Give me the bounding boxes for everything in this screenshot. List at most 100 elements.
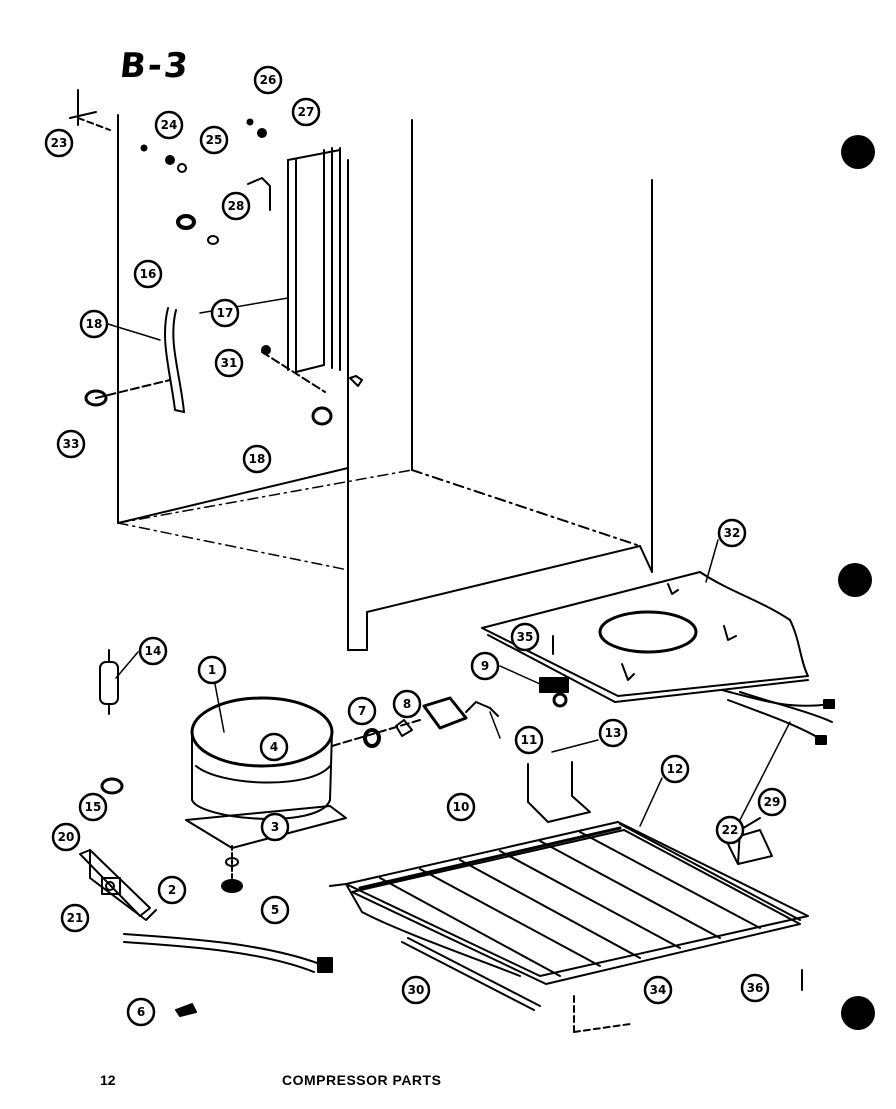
callout-bubble [757,787,787,817]
callout-bubble [60,903,90,933]
callout-7: 7 [347,696,377,726]
callout-bubble [740,973,770,1003]
callout-bubble [56,429,86,459]
callout-number: 16 [140,267,157,281]
callout-bubble [347,696,377,726]
callout-34: 34 [643,975,673,1005]
callout-number: 30 [408,983,425,997]
callout-number: 20 [58,830,75,844]
callout-bubble [154,110,184,140]
callout-11: 11 [514,725,544,755]
callout-number: 10 [453,800,470,814]
callout-number: 8 [403,697,411,711]
callout-20: 20 [51,822,81,852]
callout-number: 15 [85,800,102,814]
callout-3: 3 [260,812,290,842]
callout-5: 5 [260,895,290,925]
callout-number: 2 [168,883,176,897]
callout-number: 25 [206,133,223,147]
callout-26: 26 [253,65,283,95]
lower-parts [79,777,803,1033]
callout-18: 18 [242,444,272,474]
punch-hole-bottom [841,996,875,1030]
callout-number: 24 [161,118,178,132]
callout-bubble [598,718,628,748]
callout-bubble [260,895,290,925]
callout-bubble [199,125,229,155]
wire-harness [721,689,835,821]
callout-32: 32 [717,518,747,548]
relay-part [499,665,569,708]
callout-number: 31 [221,356,238,370]
callout-bubble [401,975,431,1005]
callout-15: 15 [78,792,108,822]
drain-tube [84,307,185,413]
callout-bubble [514,725,544,755]
callout-number: 21 [67,911,84,925]
callout-number: 34 [650,983,667,997]
capacitor-part [99,649,139,715]
callout-number: 32 [724,526,741,540]
callout-bubble [392,689,422,719]
callout-bubble [210,298,240,328]
callout-number: 35 [517,630,534,644]
callout-9: 9 [470,651,500,681]
callout-29: 29 [757,787,787,817]
callout-number: 17 [217,306,234,320]
callout-bubble [133,259,163,289]
callout-bubble [643,975,673,1005]
callout-number: 13 [605,726,622,740]
callout-bubble [51,822,81,852]
callout-10: 10 [446,792,476,822]
callout-number: 27 [298,105,315,119]
page-caption: COMPRESSOR PARTS [282,1072,442,1088]
callout-bubble [253,65,283,95]
callout-number: 28 [228,199,245,213]
callout-bubble [291,97,321,127]
callout-bubble [138,636,168,666]
callout-number: 5 [271,903,279,917]
callout-bubble [446,792,476,822]
callout-21: 21 [60,903,90,933]
callout-25: 25 [199,125,229,155]
callout-bubble [259,732,289,762]
compressor-unit [185,667,347,893]
callout-number: 1 [208,663,216,677]
callout-31: 31 [214,348,244,378]
callout-bubble [715,815,745,845]
callout-number: 26 [260,73,277,87]
callout-bubble [78,792,108,822]
callout-bubble [197,655,227,685]
callout-36: 36 [740,973,770,1003]
cabinet-outline [117,114,653,651]
callout-number: 18 [249,452,266,466]
punch-hole-top [841,135,875,169]
callout-17: 17 [210,298,240,328]
callout-13: 13 [598,718,628,748]
punch-hole-middle [838,563,872,597]
bracket-part [527,739,599,823]
callout-30: 30 [401,975,431,1005]
callout-27: 27 [291,97,321,127]
callout-number: 11 [521,733,538,747]
callout-bubble [157,875,187,905]
page-number: 12 [100,1072,116,1088]
callout-22: 22 [715,815,745,845]
callout-number: 9 [481,659,489,673]
fittings [331,696,501,748]
callout-12: 12 [660,754,690,784]
callout-number: 7 [358,704,366,718]
callout-bubble [510,622,540,652]
callout-8: 8 [392,689,422,719]
callout-number: 18 [86,317,103,331]
callout-35: 35 [510,622,540,652]
callout-bubble [242,444,272,474]
callout-24: 24 [154,110,184,140]
callout-16: 16 [133,259,163,289]
callout-number: 14 [145,644,162,658]
callout-33: 33 [56,429,86,459]
callout-23: 23 [44,128,74,158]
condenser-coil [329,777,809,985]
callout-bubble [470,651,500,681]
